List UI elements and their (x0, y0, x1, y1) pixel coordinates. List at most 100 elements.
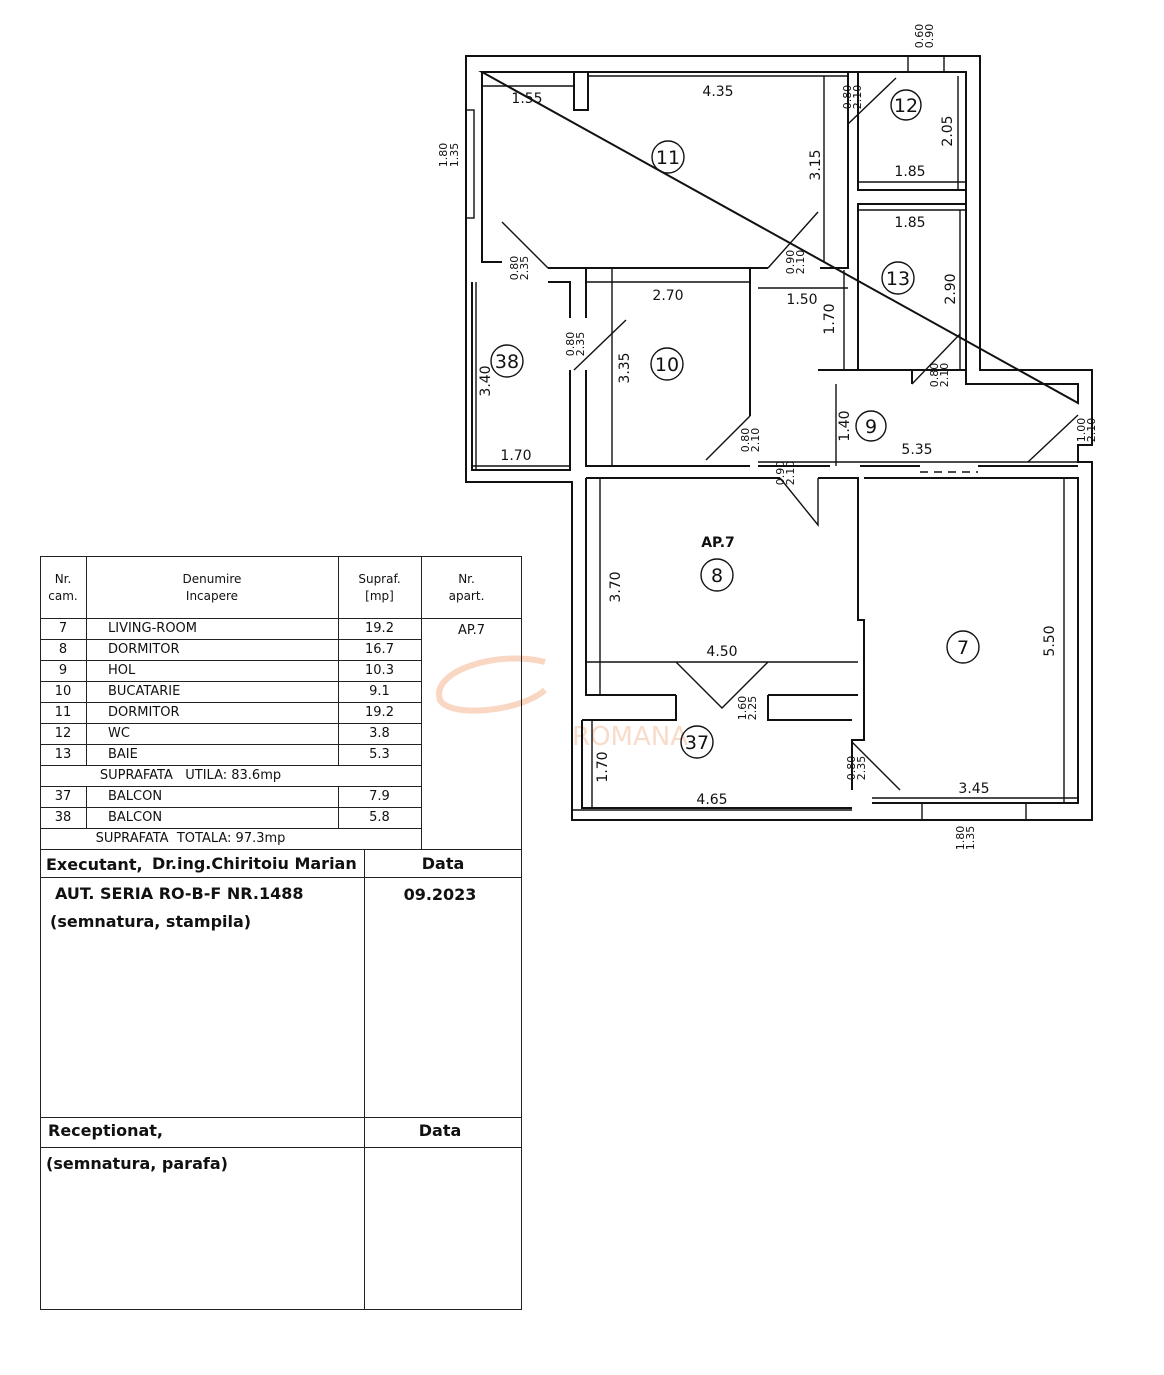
dim-label: 2.70 (652, 288, 683, 304)
room-area: 19.2 (365, 705, 394, 720)
room-7-number: 7 (957, 637, 969, 659)
executant-name: Dr.ing.Chiritoiu Marian (152, 853, 357, 873)
room-area: 16.7 (365, 642, 394, 657)
room-38-walls (471, 281, 571, 471)
room-name: BAIE (108, 747, 138, 762)
apartment-number: AP.7 (457, 622, 486, 638)
dim-label: 2.05 (940, 115, 956, 146)
opening-label: 1.00 (1075, 418, 1088, 443)
dim-label: 3.45 (958, 781, 989, 797)
door-swings (501, 77, 1079, 791)
dim-label: 1.85 (894, 164, 925, 180)
dim-label: 1.70 (500, 448, 531, 464)
room-number: 13 (54, 747, 72, 762)
outer-wall (465, 55, 1093, 821)
dim-label: 1.55 (511, 91, 542, 107)
opening-label: 0.80 (508, 256, 521, 281)
room-7-walls (864, 477, 1079, 804)
dim-label: 3.35 (617, 352, 633, 383)
room-number: 11 (54, 705, 72, 720)
room-37-walls (581, 695, 852, 809)
opening-label: 0.90 (774, 461, 787, 486)
apartment-label: AP.7 (701, 535, 735, 551)
opening-label: 1.80 (437, 143, 450, 168)
opening-label: 2.10 (749, 428, 762, 453)
opening-label: 0.80 (841, 85, 854, 110)
room-11-number: 11 (656, 147, 680, 169)
opening-label: 2.10 (784, 461, 797, 486)
room-area: 5.3 (369, 747, 390, 762)
room-12-number: 12 (894, 95, 918, 117)
room-area: 3.8 (369, 726, 390, 741)
opening-label: 1.35 (448, 143, 461, 168)
authorization-number: AUT. SERIA RO-B-F NR.1488 (55, 883, 304, 903)
received-label: Receptionat, (48, 1120, 163, 1140)
dim-label: 4.50 (706, 644, 737, 660)
opening-label: 0.80 (739, 428, 752, 453)
window-bottom (921, 802, 1027, 821)
room-number: 37 (54, 789, 72, 804)
room-name: DORMITOR (108, 642, 180, 657)
room-name: DORMITOR (108, 705, 180, 720)
opening-label: 2.10 (1085, 418, 1098, 443)
room-name: BALCON (108, 789, 163, 804)
dim-label: 3.70 (608, 571, 624, 602)
opening-label: 0.60 (913, 24, 926, 49)
hall-9-walls (758, 369, 1078, 467)
dim-label: 5.35 (901, 442, 932, 458)
opening-label: 0.80 (564, 332, 577, 357)
room-10-number: 10 (655, 354, 679, 376)
dim-label: 1.50 (786, 292, 817, 308)
opening-label: 0.80 (845, 756, 858, 781)
watermark-text: ROMANA (572, 722, 688, 752)
header-room-name: Denumire Incapere (182, 572, 242, 603)
room-area: 10.3 (365, 663, 394, 678)
signature-stamp-note: (semnatura, stampila) (50, 911, 252, 931)
room-12-walls (857, 71, 967, 191)
room-number: 7 (58, 621, 68, 636)
room-number: 9 (58, 663, 68, 678)
room-number: 12 (54, 726, 72, 741)
opening-label: 1.35 (964, 826, 977, 851)
room-38-number: 38 (495, 351, 519, 373)
room-37-number: 37 (685, 732, 709, 754)
opening-label: 2.10 (851, 85, 864, 110)
opening-label: 1.60 (736, 696, 749, 721)
room-number: 8 (58, 642, 68, 657)
opening-label: 2.10 (794, 250, 807, 275)
room-9-number: 9 (865, 416, 877, 438)
signature-seal-note: (semnatura, parafa) (46, 1153, 228, 1173)
opening-label: 0.90 (923, 24, 936, 49)
room-8-number: 8 (711, 565, 723, 587)
room-8-walls (585, 477, 865, 790)
opening-label: 2.35 (518, 256, 531, 281)
useful-area: SUPRAFATA UTILA: 83.6mp (99, 768, 282, 783)
dim-label: 4.65 (696, 792, 727, 808)
opening-label: 2.35 (855, 756, 868, 781)
header-area: Supraf. [mp] (358, 572, 401, 603)
room-numbers: 11 12 13 38 10 9 8 7 37 AP.7 (490, 89, 980, 759)
date-label-received: Data (418, 1120, 462, 1140)
dim-label: 1.70 (595, 751, 611, 782)
document-date: 09.2023 (403, 884, 477, 904)
room-13-number: 13 (886, 268, 910, 290)
total-area: SUPRAFATA TOTALA: 97.3mp (95, 831, 286, 846)
room-name: BUCATARIE (108, 684, 181, 699)
window-left (465, 109, 475, 219)
room-number: 38 (54, 810, 72, 825)
dim-label: 3.40 (478, 365, 494, 396)
dim-label: 4.35 (702, 84, 733, 100)
header-room-number: Nr. cam. (48, 572, 78, 603)
executant-label: Executant, (46, 854, 143, 874)
date-label: Data (421, 853, 465, 873)
room-number: 10 (54, 684, 72, 699)
opening-label: 2.35 (574, 332, 587, 357)
room-table (40, 556, 522, 1310)
room-name: HOL (108, 663, 136, 678)
opening-label: 1.80 (954, 826, 967, 851)
header-apartment: Nr. apart. (448, 572, 485, 603)
opening-label: 0.80 (928, 363, 941, 388)
room-name: BALCON (108, 810, 163, 825)
room-area: 9.1 (369, 684, 390, 699)
